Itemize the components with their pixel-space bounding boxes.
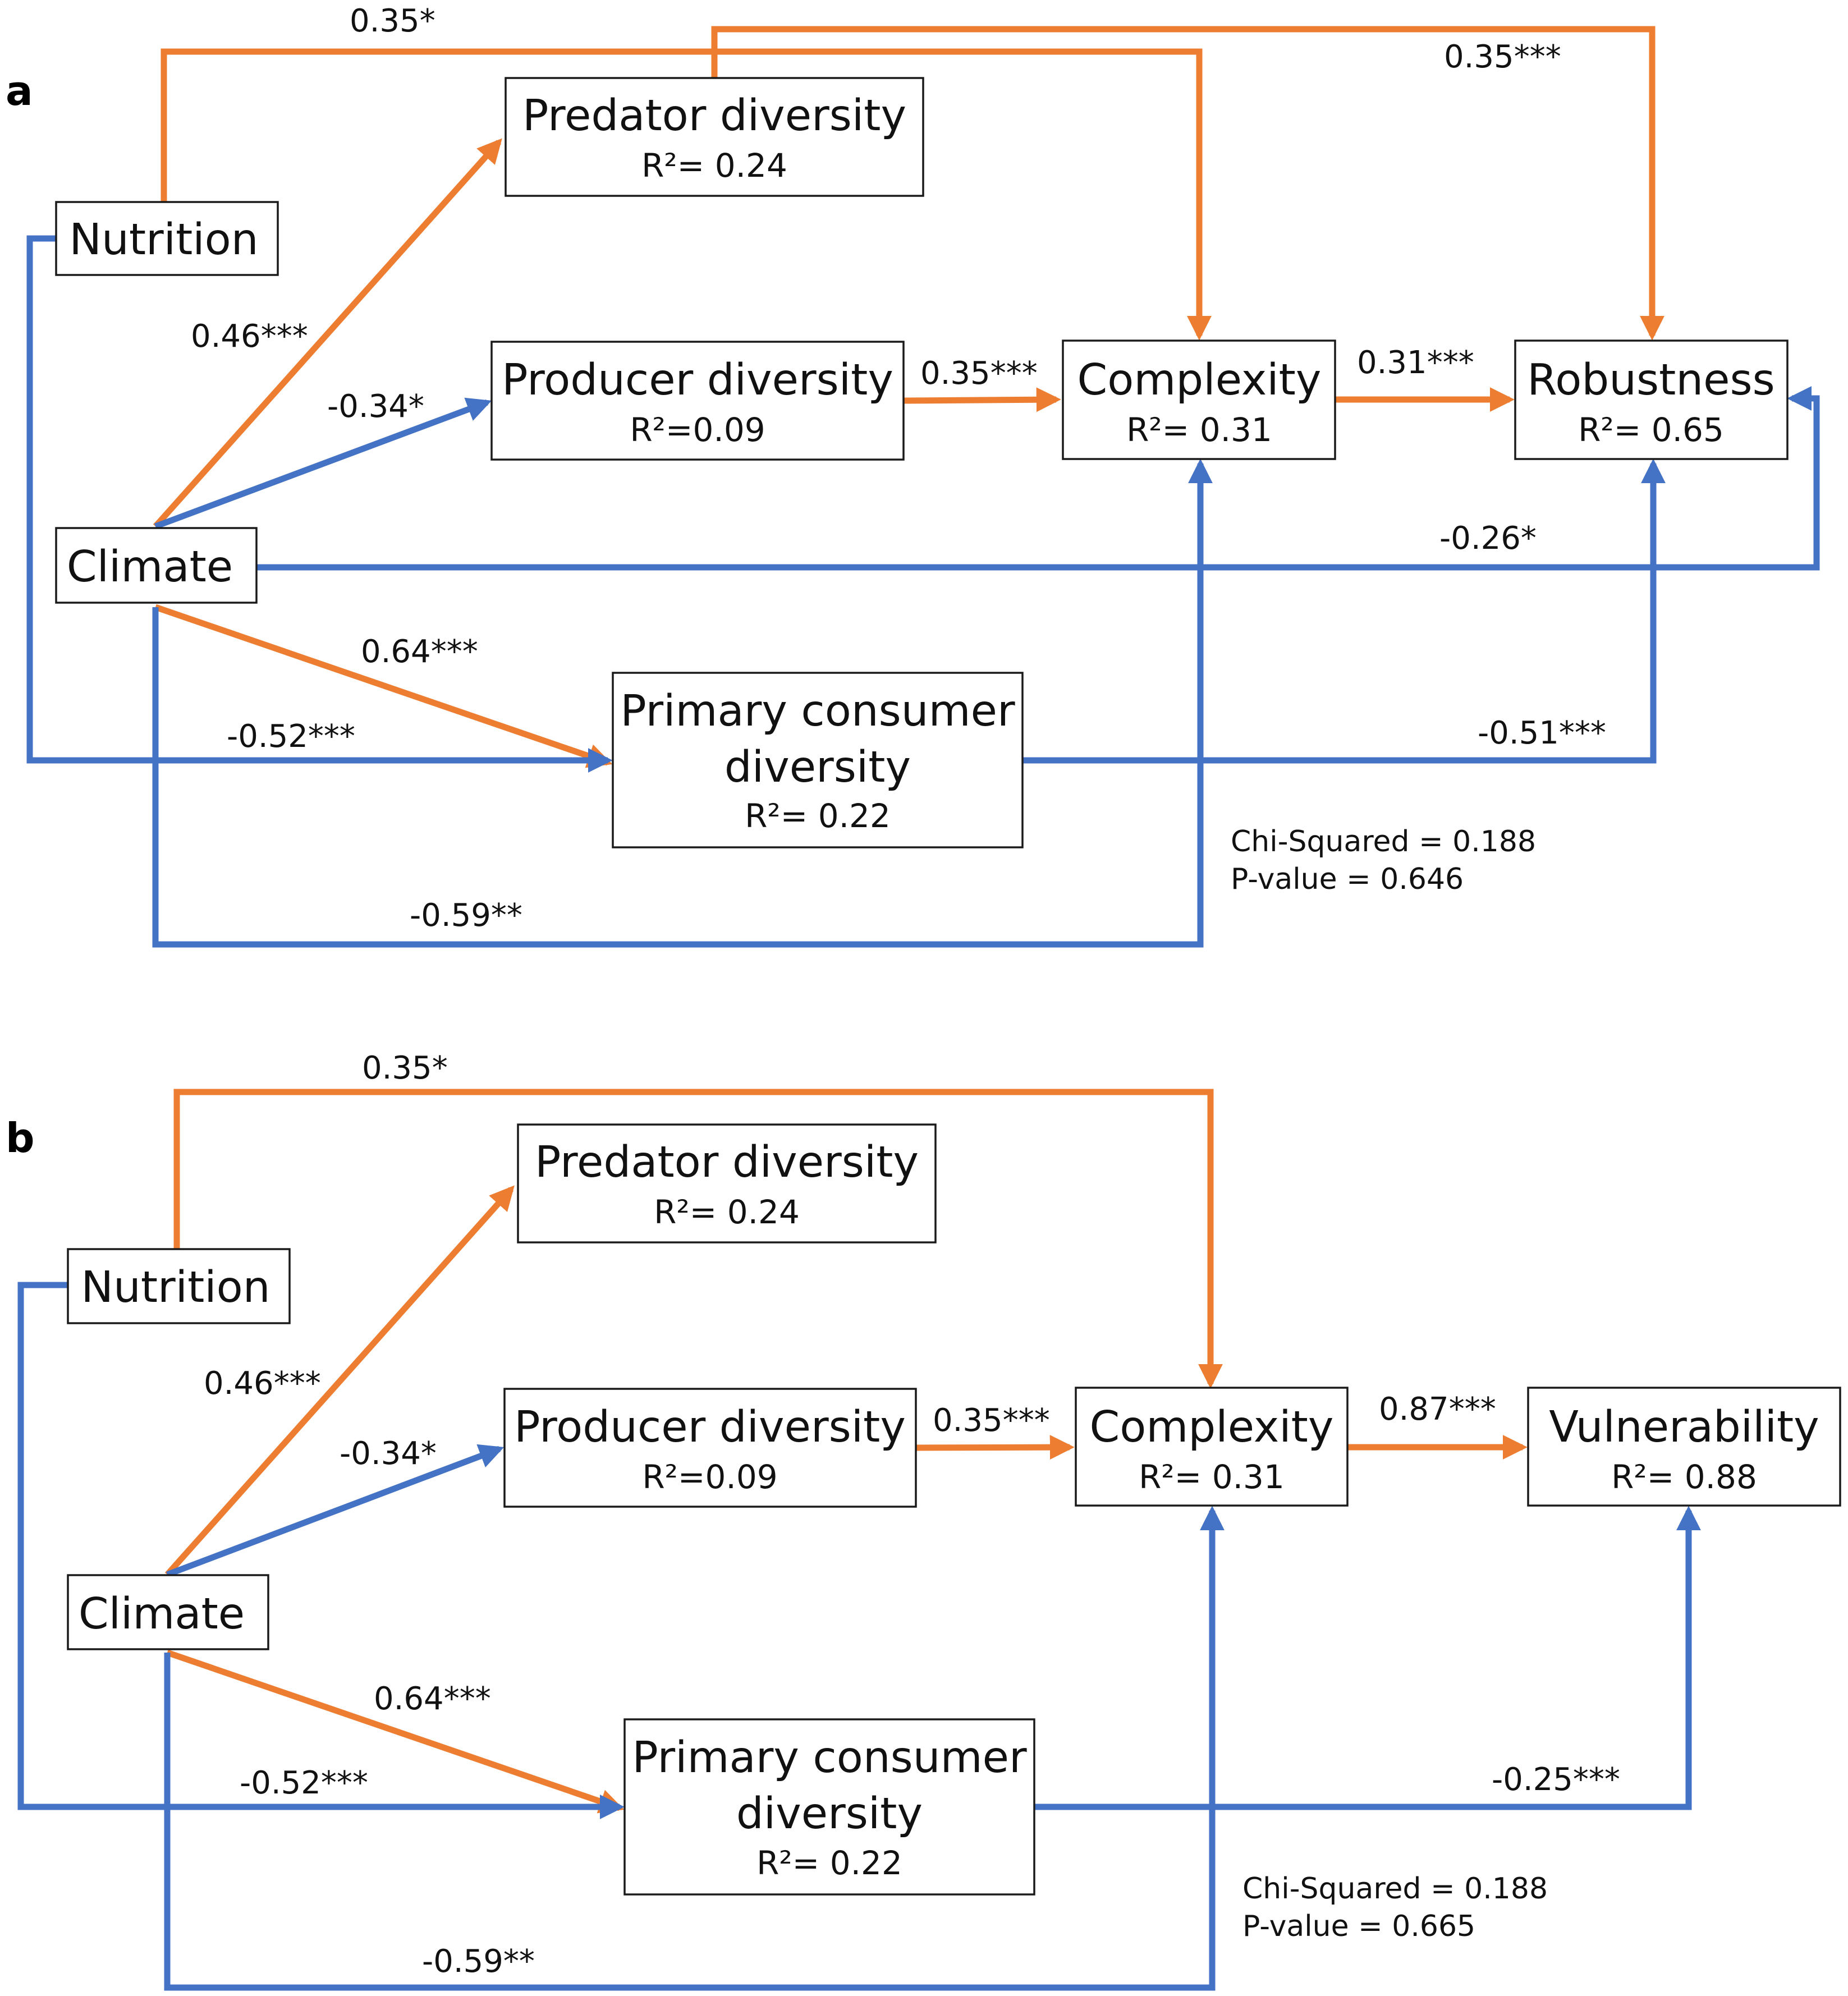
- node-r2: R²= 0.65: [1578, 411, 1724, 449]
- node-r2: R²= 0.31: [1126, 411, 1272, 449]
- coef-primary-robustness: -0.51***: [1478, 715, 1606, 751]
- node-title: Nutrition: [81, 1263, 270, 1313]
- node-nutrition-b: Nutrition: [67, 1248, 291, 1324]
- coef-climate-primary: 0.64***: [374, 1681, 491, 1717]
- panel-a-label: a: [6, 67, 33, 114]
- coef-predator-robustness: 0.35***: [1444, 39, 1561, 75]
- node-title: Producer diversity: [502, 355, 893, 405]
- edge-climate-predator-a: [153, 138, 502, 529]
- stat-chi-squared: Chi-Squared = 0.188: [1231, 825, 1536, 859]
- node-climate-b: Climate: [67, 1574, 269, 1650]
- node-title-line1: Primary consumer: [620, 686, 1015, 736]
- node-title: Complexity: [1077, 355, 1322, 405]
- node-nutrition-a: Nutrition: [55, 201, 279, 276]
- node-r2: R²= 0.31: [1139, 1458, 1285, 1496]
- coef-nutrition-primary: -0.52***: [240, 1765, 368, 1801]
- node-title: Robustness: [1527, 355, 1775, 405]
- node-complexity-b: Complexity R²= 0.31: [1075, 1387, 1349, 1507]
- node-robustness-a: Robustness R²= 0.65: [1514, 339, 1789, 460]
- node-predator-a: Predator diversity R²= 0.24: [505, 77, 924, 197]
- node-r2: R²= 0.22: [756, 1844, 902, 1882]
- coef-nutrition-primary: -0.52***: [227, 718, 355, 755]
- stat-p-value: P-value = 0.665: [1242, 1910, 1475, 1943]
- stat-chi-squared: Chi-Squared = 0.188: [1242, 1872, 1548, 1906]
- node-title: Predator diversity: [522, 91, 906, 141]
- edge-primary-vulnerability-b: [1034, 1506, 1701, 1810]
- edge-nutrition-primary-a: [26, 235, 613, 773]
- coef-primary-vulnerability: -0.25***: [1492, 1761, 1620, 1798]
- node-r2: R²= 0.88: [1611, 1458, 1757, 1496]
- node-r2: R²= 0.24: [641, 146, 787, 185]
- edge-climate-complexity-a: [152, 458, 1213, 948]
- node-vulnerability-b: Vulnerability R²= 0.88: [1527, 1387, 1841, 1507]
- panel-b: b Nutrition Climate Predator diversity R…: [6, 1050, 1841, 1991]
- edge-climate-predator-b: [164, 1185, 515, 1577]
- coef-complexity-robustness: 0.31***: [1357, 345, 1474, 381]
- node-title-line2: diversity: [724, 742, 911, 792]
- coef-climate-primary: 0.64***: [361, 634, 478, 670]
- node-title: Climate: [79, 1589, 245, 1639]
- node-title-line1: Primary consumer: [632, 1733, 1027, 1783]
- node-title: Nutrition: [69, 215, 258, 265]
- coef-complexity-vulnerability: 0.87***: [1379, 1391, 1496, 1428]
- coef-climate-robustness: -0.26*: [1439, 520, 1537, 557]
- node-primary-a: Primary consumer diversity R²= 0.22: [612, 672, 1024, 848]
- panel-b-label: b: [6, 1114, 35, 1162]
- coef-climate-predator: 0.46***: [204, 1365, 321, 1402]
- coef-climate-producer: -0.34*: [340, 1435, 437, 1472]
- node-title: Predator diversity: [535, 1137, 919, 1187]
- edge-producer-complexity-a: [903, 387, 1061, 412]
- node-complexity-a: Complexity R²= 0.31: [1062, 339, 1336, 460]
- node-r2: R²= 0.22: [745, 797, 891, 835]
- node-climate-a: Climate: [55, 527, 258, 604]
- edge-climate-complexity-b: [164, 1506, 1225, 1991]
- node-title: Climate: [67, 542, 233, 592]
- coef-nutrition-complexity: 0.35*: [350, 3, 435, 39]
- coef-climate-predator: 0.46***: [191, 318, 308, 355]
- edge-producer-complexity-b: [915, 1435, 1075, 1460]
- edge-predator-robustness-a: [711, 26, 1664, 341]
- edge-climate-primary-a: [154, 604, 613, 768]
- node-producer-a: Producer diversity R²=0.09: [490, 341, 905, 461]
- coef-nutrition-complexity: 0.35*: [362, 1050, 448, 1086]
- coef-producer-complexity: 0.35***: [920, 355, 1038, 392]
- node-r2: R²=0.09: [642, 1458, 777, 1496]
- panel-a: a Nutrition Climate Predator diversity R…: [6, 3, 1820, 948]
- edge-nutrition-primary-b: [17, 1282, 625, 1819]
- edge-climate-robustness-a: [256, 386, 1820, 571]
- stat-p-value: P-value = 0.646: [1231, 862, 1464, 896]
- edge-nutrition-complexity-b: [173, 1089, 1223, 1389]
- edge-climate-primary-b: [166, 1649, 625, 1814]
- node-title-line2: diversity: [736, 1789, 923, 1839]
- node-title: Complexity: [1090, 1402, 1334, 1452]
- node-title: Vulnerability: [1549, 1402, 1819, 1452]
- node-producer-b: Producer diversity R²=0.09: [503, 1388, 917, 1508]
- node-r2: R²=0.09: [630, 411, 765, 449]
- coef-climate-producer: -0.34*: [327, 388, 424, 425]
- node-r2: R²= 0.24: [654, 1193, 800, 1231]
- node-predator-b: Predator diversity R²= 0.24: [517, 1123, 937, 1244]
- edge-climate-producer-b: [166, 1444, 505, 1578]
- coef-producer-complexity: 0.35***: [933, 1402, 1050, 1439]
- edge-nutrition-complexity-a: [161, 48, 1212, 341]
- edge-primary-robustness-a: [1022, 458, 1666, 764]
- coef-climate-complexity: -0.59**: [410, 897, 522, 934]
- node-title: Producer diversity: [514, 1402, 906, 1452]
- edge-climate-producer-a: [154, 397, 492, 530]
- node-primary-b: Primary consumer diversity R²= 0.22: [623, 1718, 1035, 1896]
- coef-climate-complexity: -0.59**: [422, 1943, 535, 1980]
